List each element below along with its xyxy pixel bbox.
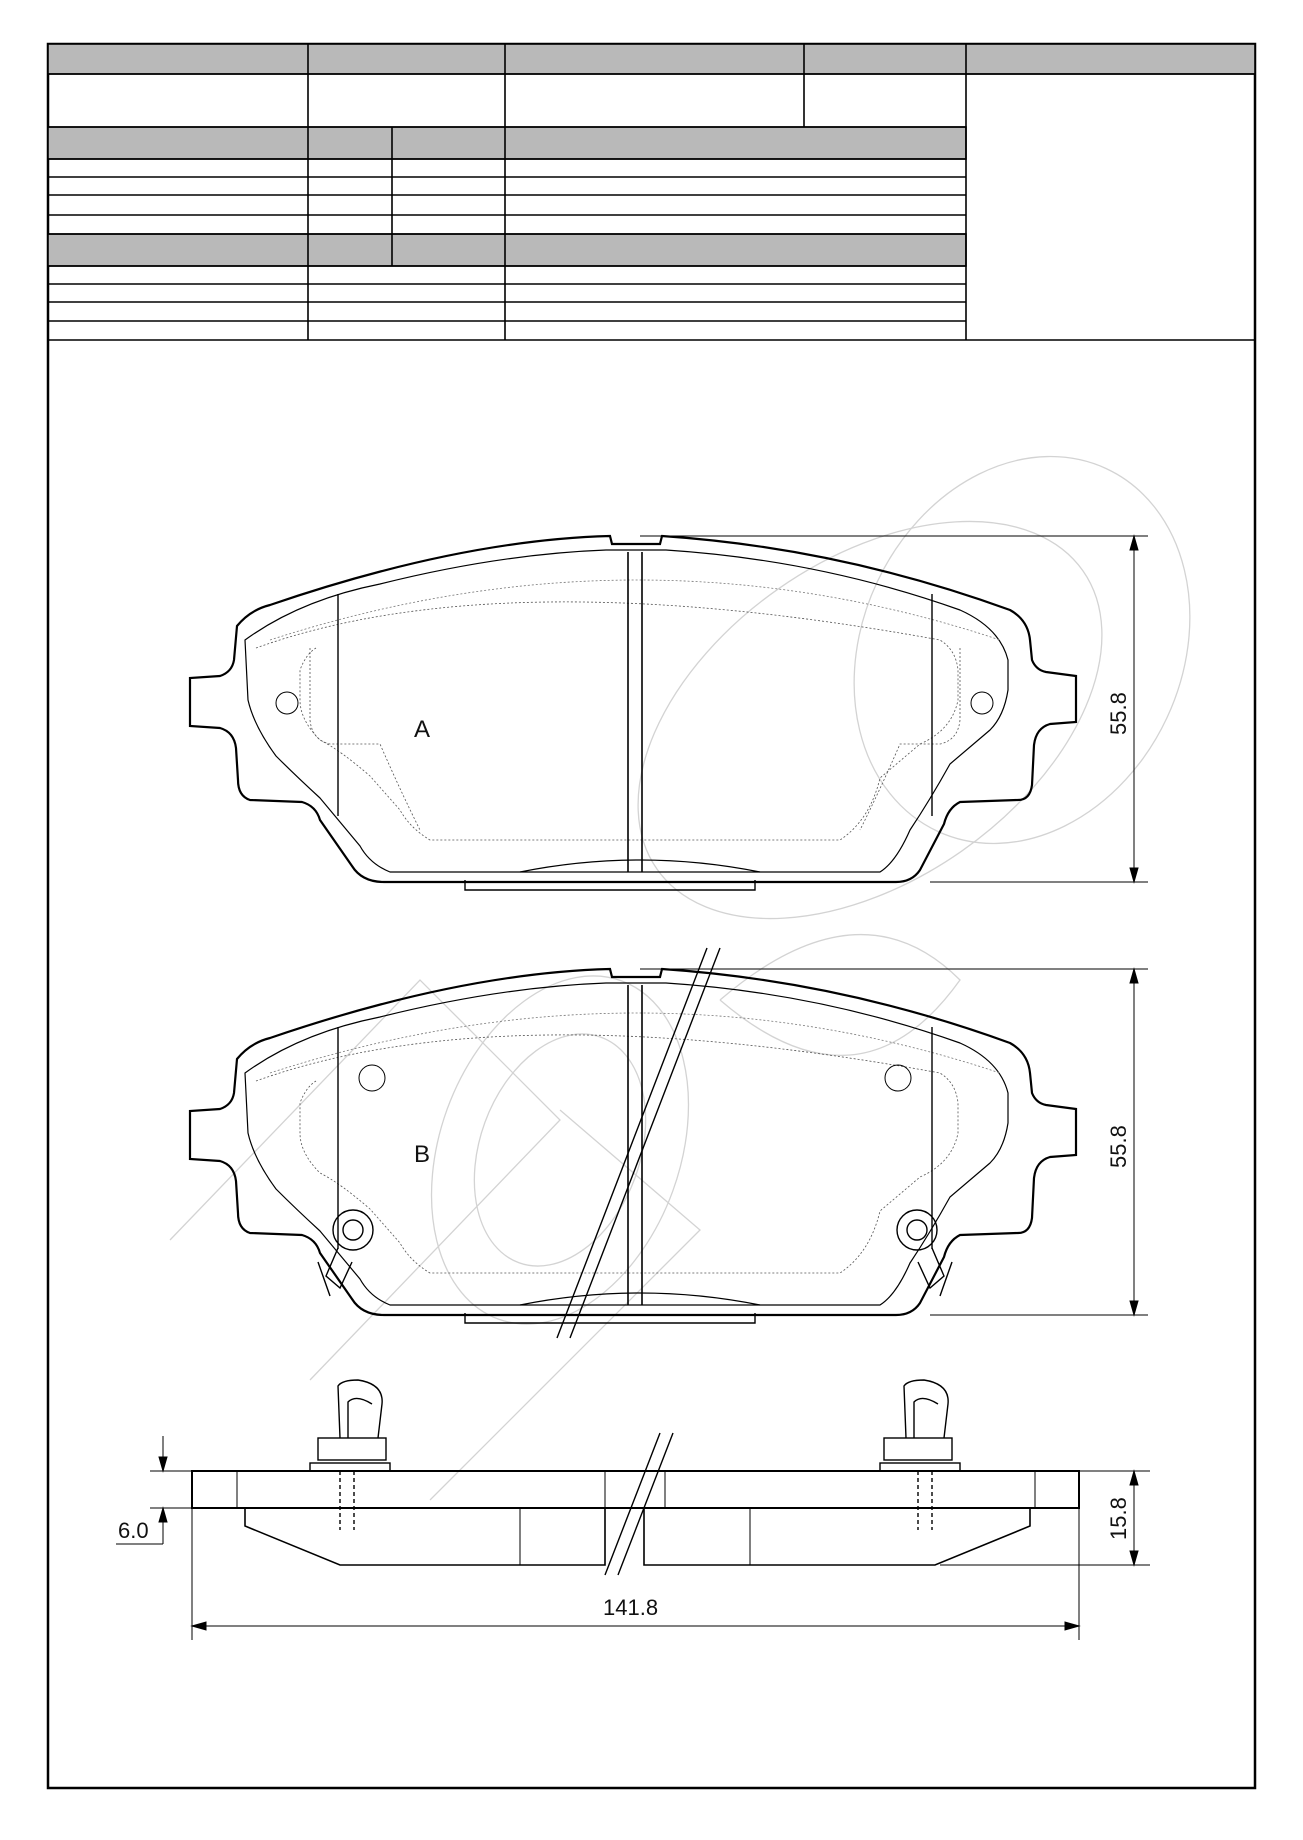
pad-a-wear-outline	[255, 601, 959, 841]
side-thickness-dimension	[940, 1469, 1150, 1567]
pad-b-clip-left	[317, 1209, 374, 1297]
pad-b-friction-outline	[244, 982, 1009, 1306]
pad-b-height-value: 55.8	[1106, 1125, 1131, 1168]
pad-a-label: A	[414, 716, 430, 743]
pad-a-hole-left	[275, 691, 299, 715]
pad-b-hole-left	[358, 1064, 386, 1092]
header-row-3	[47, 233, 967, 267]
pad-b-height-dimension	[640, 967, 1148, 1317]
pad-b-hole-right	[884, 1064, 912, 1092]
watermark-logo	[169, 455, 1191, 1501]
pad-view-b	[188, 967, 1078, 1324]
side-width-value: 141.8	[603, 1595, 658, 1620]
pad-a-hole-right	[970, 691, 994, 715]
side-backplate-value: 6.0	[118, 1518, 149, 1543]
pad-a-friction-outline	[244, 549, 1009, 873]
side-backplate	[191, 1470, 1080, 1509]
break-line-side	[604, 1432, 674, 1576]
side-friction-left	[244, 1508, 606, 1566]
pad-b-label: B	[414, 1141, 430, 1168]
side-friction-right	[643, 1508, 1031, 1566]
pad-view-a	[188, 534, 1078, 891]
side-thickness-value: 15.8	[1106, 1497, 1131, 1540]
side-backplate-dimension	[116, 1436, 192, 1545]
side-clip-left	[309, 1379, 391, 1530]
sheet-border	[46, 42, 1257, 1790]
side-width-dimension	[190, 1508, 1081, 1640]
header-row-1	[47, 43, 1256, 75]
pad-b-backplate-outline	[188, 967, 1078, 1317]
pad-a-height-value: 55.8	[1106, 692, 1131, 735]
break-line-b	[556, 947, 721, 1339]
pad-b-clip-right	[896, 1209, 953, 1297]
pad-a-height-dimension	[640, 534, 1148, 884]
pad-a-backplate-outline	[188, 534, 1078, 884]
title-block-table	[47, 43, 1256, 341]
side-clip-right	[879, 1379, 961, 1530]
header-row-2	[47, 126, 967, 160]
side-view	[191, 1379, 1080, 1566]
